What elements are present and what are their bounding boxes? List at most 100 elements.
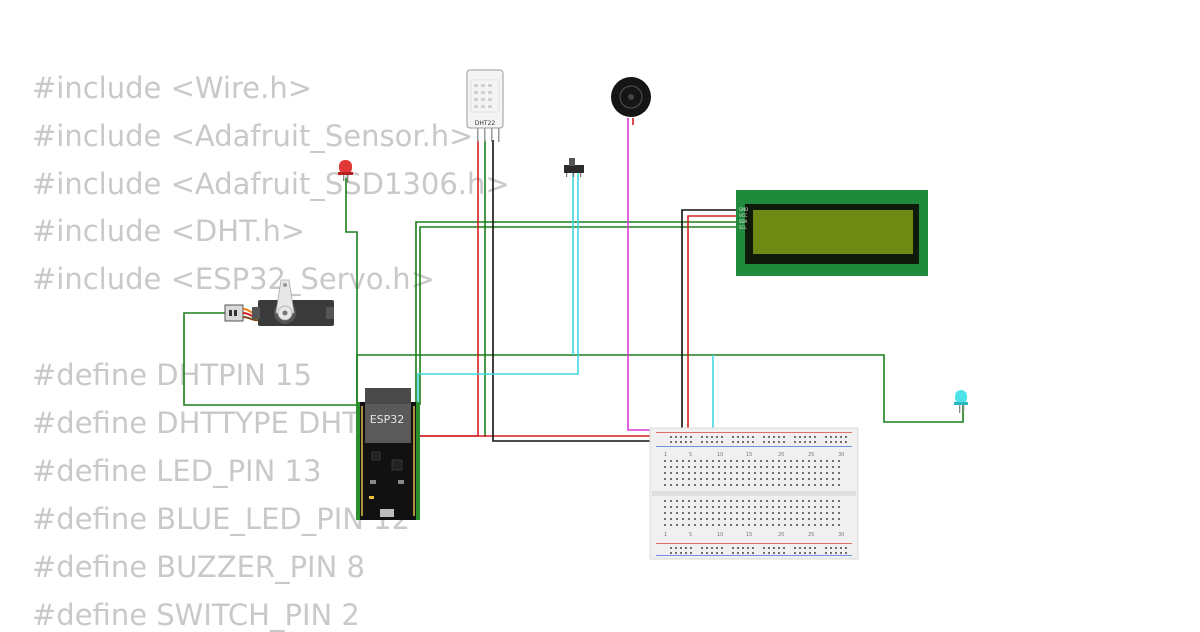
breadboard-hole	[784, 524, 786, 526]
breadboard-hole	[752, 552, 754, 554]
breadboard-hole	[763, 436, 765, 438]
wire-green-red-led[interactable]	[345, 178, 358, 420]
breadboard[interactable]: 1 5 10 15 20 25 30 1 5 10 15 20 25 30	[649, 427, 859, 560]
breadboard-hole	[838, 500, 840, 502]
buzzer[interactable]	[611, 77, 651, 117]
breadboard-hole	[675, 441, 677, 443]
breadboard-hole	[676, 500, 678, 502]
breadboard-hole	[832, 506, 834, 508]
breadboard-hole	[670, 472, 672, 474]
breadboard-hole	[676, 518, 678, 520]
breadboard-hole	[721, 552, 723, 554]
breadboard-hole	[826, 518, 828, 520]
breadboard-hole	[845, 436, 847, 438]
wire-green-lcd-sda[interactable]	[415, 221, 740, 405]
breadboard-hole	[840, 436, 842, 438]
blue-led[interactable]	[954, 390, 968, 413]
red-led[interactable]	[338, 160, 353, 183]
breadboard-hole	[670, 524, 672, 526]
breadboard-hole	[754, 524, 756, 526]
breadboard-hole	[670, 512, 672, 514]
bb-num: 30	[838, 452, 844, 458]
lcd-display[interactable]: GND VCC SDA SCL	[736, 190, 928, 276]
breadboard-hole	[701, 436, 703, 438]
breadboard-hole	[664, 478, 666, 480]
breadboard-hole	[808, 460, 810, 462]
wire-black-lcd-gnd[interactable]	[681, 209, 740, 440]
breadboard-hole	[760, 500, 762, 502]
breadboard-hole	[799, 436, 801, 438]
breadboard-hole	[802, 512, 804, 514]
breadboard-hole	[706, 506, 708, 508]
breadboard-hole	[688, 460, 690, 462]
breadboard-hole	[766, 484, 768, 486]
breadboard-hole	[808, 512, 810, 514]
breadboard-hole	[814, 478, 816, 480]
breadboard-hole	[742, 472, 744, 474]
esp32-board[interactable]: ESP32	[356, 388, 420, 520]
breadboard-hole	[796, 506, 798, 508]
breadboard-hole	[802, 484, 804, 486]
breadboard-hole	[682, 506, 684, 508]
breadboard-hole	[773, 441, 775, 443]
wire-cyan-switch-b[interactable]	[417, 170, 579, 405]
breadboard-hole	[724, 512, 726, 514]
wire-black-dht-gnd[interactable]	[492, 140, 700, 442]
breadboard-hole	[754, 478, 756, 480]
breadboard-hole	[772, 512, 774, 514]
breadboard-hole	[778, 460, 780, 462]
lcd-pin-vcc: VCC	[739, 213, 748, 218]
breadboard-hole	[830, 436, 832, 438]
breadboard-hole	[809, 441, 811, 443]
breadboard-hole	[712, 512, 714, 514]
breadboard-hole	[766, 518, 768, 520]
dht22-sensor[interactable]: DHT22	[466, 69, 504, 142]
breadboard-hole	[680, 441, 682, 443]
breadboard-hole	[694, 500, 696, 502]
wire-green-servo[interactable]	[183, 312, 357, 406]
breadboard-hole	[706, 518, 708, 520]
breadboard-hole	[736, 484, 738, 486]
breadboard-hole	[682, 478, 684, 480]
breadboard-column-numbers: 1 5 10 15 20 25 30 1 5 10 15 20 25 30	[664, 452, 844, 538]
breadboard-hole	[742, 436, 744, 438]
breadboard-hole	[700, 512, 702, 514]
code-line: #define LED_PIN 13	[32, 454, 322, 488]
breadboard-hole	[706, 524, 708, 526]
breadboard-hole	[716, 547, 718, 549]
breadboard-hole	[718, 466, 720, 468]
wire-green-lcd-scl[interactable]	[419, 226, 740, 405]
wire-green-blue-led[interactable]	[356, 354, 964, 423]
breadboard-hole	[721, 436, 723, 438]
breadboard-hole	[766, 512, 768, 514]
breadboard-hole	[778, 472, 780, 474]
code-line: #include <Wire.h>	[32, 71, 313, 105]
breadboard-hole	[808, 500, 810, 502]
breadboard-hole	[802, 478, 804, 480]
servo-motor[interactable]	[224, 279, 334, 326]
breadboard-hole	[784, 472, 786, 474]
breadboard-hole	[718, 460, 720, 462]
breadboard-hole	[688, 472, 690, 474]
breadboard-hole	[783, 552, 785, 554]
breadboard-hole	[814, 466, 816, 468]
slide-switch[interactable]	[564, 158, 584, 177]
breadboard-hole	[754, 518, 756, 520]
breadboard-hole	[832, 484, 834, 486]
breadboard-hole	[814, 472, 816, 474]
breadboard-hole	[700, 466, 702, 468]
breadboard-hole	[670, 552, 672, 554]
code-line: #include <DHT.h>	[32, 214, 306, 248]
breadboard-hole	[737, 547, 739, 549]
breadboard-hole	[825, 441, 827, 443]
breadboard-hole	[748, 518, 750, 520]
wire-magenta-buzzer[interactable]	[627, 118, 707, 440]
breadboard-hole	[724, 478, 726, 480]
breadboard-hole	[676, 506, 678, 508]
breadboard-hole	[768, 547, 770, 549]
wire-red-lcd-vcc[interactable]	[687, 215, 740, 440]
breadboard-hole	[701, 547, 703, 549]
breadboard-hole	[835, 552, 837, 554]
breadboard-hole	[732, 547, 734, 549]
